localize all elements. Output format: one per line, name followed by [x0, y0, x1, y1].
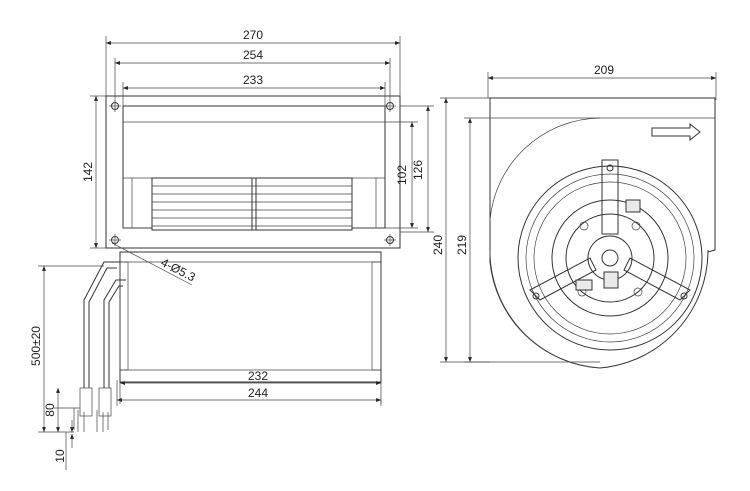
mounting-hole-icon — [109, 100, 396, 246]
dim-lead-end: 10 — [53, 449, 67, 463]
scroll-housing — [489, 97, 716, 369]
dim-outlet-outer-height: 126 — [411, 160, 425, 180]
dim-lead-length: 500±20 — [29, 326, 43, 366]
dim-hole-spacing: 254 — [243, 48, 263, 62]
side-dimensions: 209 240 219 — [431, 63, 717, 363]
dim-mounting-holes: 4-Ø5.3 — [159, 255, 198, 284]
dim-lead-strip: 80 — [43, 403, 57, 417]
arrow-right-icon — [651, 122, 701, 142]
dim-outlet-inner-height: 102 — [395, 165, 409, 185]
front-flange — [105, 95, 401, 249]
impeller-blades — [151, 177, 353, 231]
dim-depth: 209 — [594, 63, 614, 77]
impeller-outer-ring — [517, 165, 703, 351]
dim-motor-length: 232 — [248, 369, 268, 383]
dim-scroll-height: 219 — [455, 235, 469, 255]
side-view — [489, 97, 716, 369]
dim-overall-width: 270 — [243, 28, 263, 42]
lead-wires — [73, 261, 126, 432]
dim-body-length: 244 — [248, 386, 268, 400]
dim-flange-height: 142 — [81, 162, 95, 182]
dim-outlet-width: 233 — [243, 73, 263, 87]
front-view — [73, 95, 401, 432]
front-dimensions: 270 254 233 142 102 126 4-Ø5.3 232 — [29, 28, 434, 470]
dim-height: 240 — [431, 235, 445, 255]
motor-body — [119, 251, 382, 383]
fastener-icon — [575, 199, 643, 297]
motor-mount-arms — [529, 159, 691, 301]
